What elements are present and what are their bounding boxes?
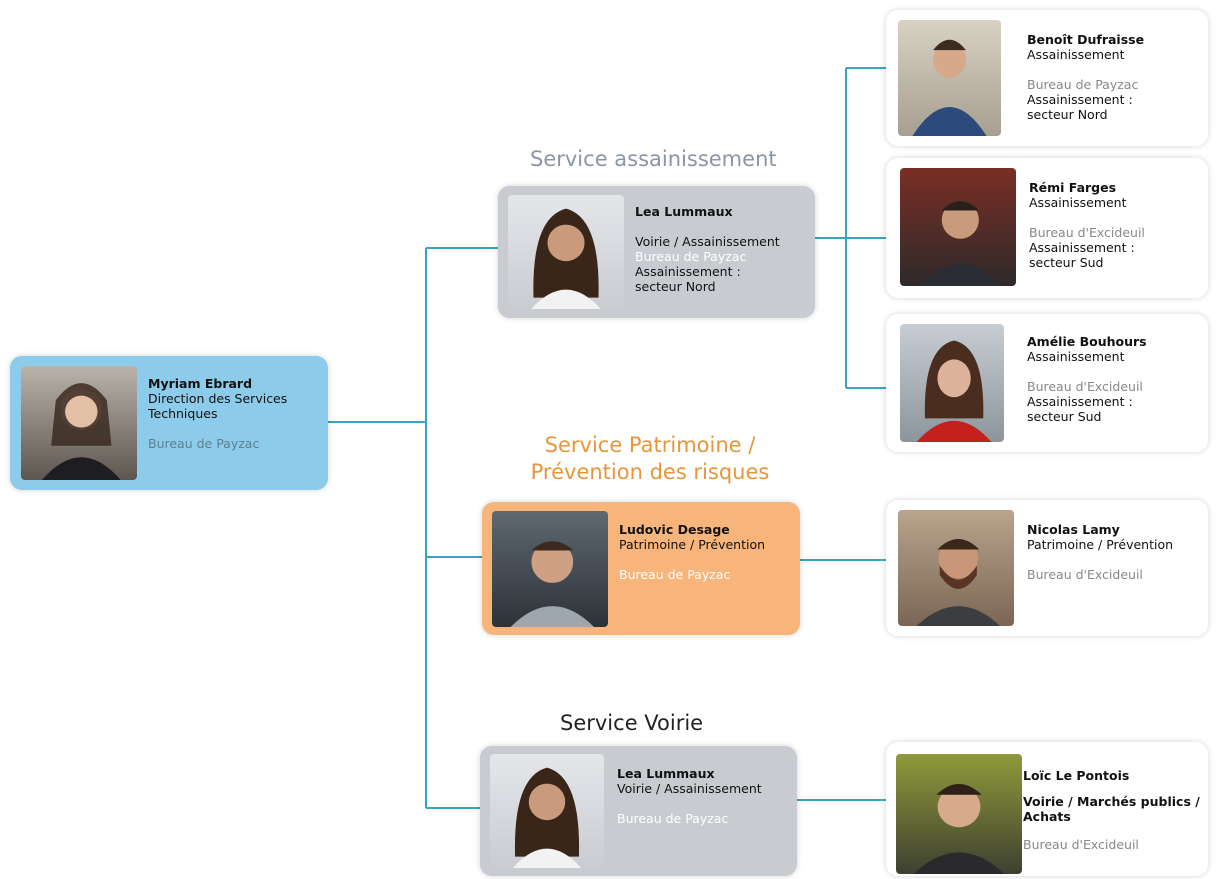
patrimoine-manager-name: Ludovic Desage (619, 522, 730, 537)
root-office: Bureau de Payzac (148, 436, 260, 451)
root-card[interactable]: Myriam Ebrard Direction des Services Tec… (10, 356, 328, 490)
remi-detail-line1: Assainissement : (1029, 240, 1135, 255)
remi-office: Bureau d'Excideuil (1029, 225, 1145, 240)
person-photo (492, 511, 608, 627)
person-photo (900, 324, 1004, 442)
person-photo (896, 754, 1022, 874)
section-title-assainissement: Service assainissement (530, 147, 777, 171)
benoit-name: Benoît Dufraisse (1027, 32, 1145, 47)
person-photo (508, 195, 624, 309)
nicolas-name: Nicolas Lamy (1027, 522, 1120, 537)
remi-role: Assainissement (1029, 195, 1127, 210)
section-title-patrimoine: Service Patrimoine / Prévention des risq… (518, 432, 782, 486)
nicolas-office: Bureau d'Excideuil (1027, 567, 1143, 582)
section-title-patrimoine-line1: Service Patrimoine / (544, 433, 756, 457)
member-card-benoit[interactable]: Benoît Dufraisse Assainissement Bureau d… (886, 10, 1208, 146)
voirie-manager-role: Voirie / Assainissement (617, 781, 762, 796)
root-name: Myriam Ebrard (148, 376, 253, 391)
nicolas-role: Patrimoine / Prévention (1027, 537, 1174, 552)
root-role-line1: Direction des Services (148, 391, 288, 406)
patrimoine-manager-card[interactable]: Ludovic Desage Patrimoine / Prévention B… (482, 502, 800, 635)
section-title-patrimoine-line2: Prévention des risques (530, 460, 770, 484)
benoit-detail-line2: secteur Nord (1027, 107, 1108, 122)
amelie-role: Assainissement (1027, 349, 1125, 364)
loic-name: Loïc Le Pontois (1023, 768, 1130, 783)
person-photo (898, 510, 1014, 626)
loic-role-line1: Voirie / Marchés publics / (1023, 794, 1200, 809)
assainissement-manager-role: Voirie / Assainissement (635, 234, 780, 249)
amelie-name: Amélie Bouhours (1027, 334, 1147, 349)
benoit-office: Bureau de Payzac (1027, 77, 1139, 92)
assainissement-manager-detail-line2: secteur Nord (635, 279, 716, 294)
person-photo (900, 168, 1016, 286)
assainissement-manager-name: Lea Lummaux (635, 204, 733, 219)
assainissement-manager-office: Bureau de Payzac (635, 249, 747, 264)
member-card-remi[interactable]: Rémi Farges Assainissement Bureau d'Exci… (886, 158, 1208, 298)
benoit-detail-line1: Assainissement : (1027, 92, 1133, 107)
member-card-amelie[interactable]: Amélie Bouhours Assainissement Bureau d'… (886, 314, 1208, 452)
voirie-manager-name: Lea Lummaux (617, 766, 715, 781)
assainissement-manager-card[interactable]: Lea Lummaux Voirie / Assainissement Bure… (498, 186, 815, 318)
person-photo (898, 20, 1001, 136)
root-role-line2: Techniques (148, 406, 218, 421)
person-photo (490, 754, 604, 868)
amelie-detail-line1: Assainissement : (1027, 394, 1133, 409)
patrimoine-manager-role: Patrimoine / Prévention (619, 537, 766, 552)
member-card-nicolas[interactable]: Nicolas Lamy Patrimoine / Prévention Bur… (886, 500, 1208, 636)
section-title-voirie: Service Voirie (560, 711, 704, 735)
loic-office: Bureau d'Excideuil (1023, 837, 1139, 852)
amelie-detail-line2: secteur Sud (1027, 409, 1102, 424)
loic-role-line2: Achats (1023, 809, 1071, 824)
member-card-loic[interactable]: Loïc Le Pontois Voirie / Marchés publics… (886, 742, 1208, 876)
benoit-role: Assainissement (1027, 47, 1125, 62)
remi-name: Rémi Farges (1029, 180, 1117, 195)
voirie-manager-office: Bureau de Payzac (617, 811, 729, 826)
remi-detail-line2: secteur Sud (1029, 255, 1104, 270)
assainissement-manager-detail-line1: Assainissement : (635, 264, 741, 279)
patrimoine-manager-office: Bureau de Payzac (619, 567, 731, 582)
person-photo (21, 366, 137, 480)
voirie-manager-card[interactable]: Lea Lummaux Voirie / Assainissement Bure… (480, 746, 797, 876)
amelie-office: Bureau d'Excideuil (1027, 379, 1143, 394)
